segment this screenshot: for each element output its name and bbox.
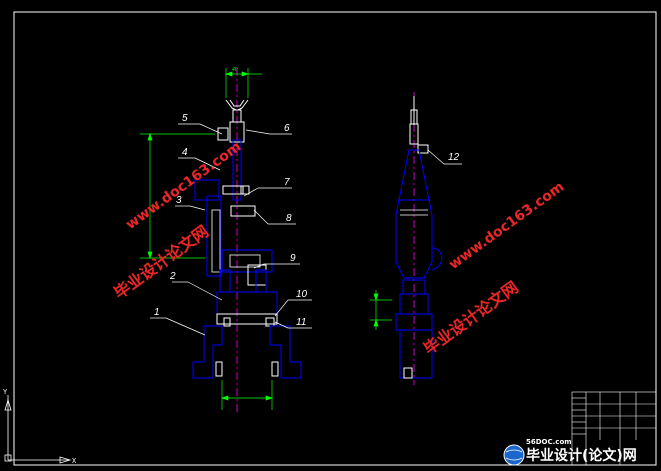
part-label-7: 7 [284,177,290,188]
left-view: 40 [140,67,312,415]
logo-url: 56DOC.com [526,438,572,446]
part-label-3: 3 [176,195,182,206]
top-dimension [224,68,262,98]
right-dimension [370,290,392,330]
part-label-11: 11 [296,317,306,328]
left-leaders [150,123,312,336]
part-label-1: 1 [154,307,160,318]
watermark-left-cn: 毕业设计论文网 [110,222,212,303]
part-label-5: 5 [182,113,188,124]
ucs-icon [4,395,72,464]
right-arm-body [395,149,443,295]
ucs-x-label: X [72,458,77,466]
part-label-8: 8 [286,213,292,224]
part-label-6: 6 [284,123,290,134]
title-block [571,391,657,466]
site-logo: 56DOC.com 毕业设计(论文)网 [503,438,637,466]
watermark-right-cn: 毕业设计论文网 [420,277,522,358]
vertical-column [194,127,256,277]
watermark-right: 毕业设计论文网 www.doc163.com [420,179,567,359]
part-label-9: 9 [290,253,296,264]
watermark-right-url: www.doc163.com [446,179,567,273]
bottom-legs [192,325,302,379]
logo-globe-icon [503,444,525,466]
right-rod [409,96,429,154]
right-view: 12 [370,92,462,385]
svg-text:40: 40 [232,67,238,73]
logo-brand: 毕业设计(论文)网 [526,447,637,464]
watermark-left: 毕业设计论文网 www.doc163.com [110,139,244,303]
drawing-border [13,11,657,466]
part-label-2: 2 [169,271,176,282]
base-block [216,291,278,327]
ucs-y-label: Y [3,389,8,397]
bottom-dimension [220,380,274,410]
left-dimension [140,132,215,260]
gripper-jaws [225,99,249,143]
part-label-10: 10 [296,289,308,300]
right-base [395,293,433,379]
part-label-4: 4 [182,147,188,158]
part-label-12: 12 [448,152,460,163]
middle-housing [219,249,273,293]
